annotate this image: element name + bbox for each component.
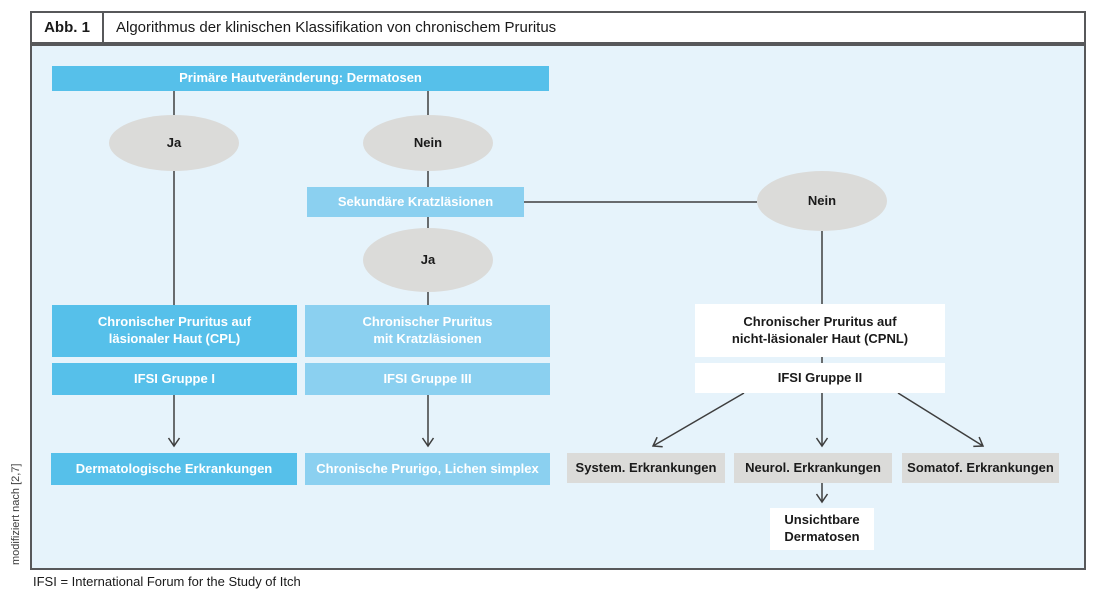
decision-nein-primary: Nein [363, 115, 493, 171]
figure-footnote: IFSI = International Forum for the Study… [33, 574, 301, 589]
figure-number-label: Abb. 1 [32, 13, 104, 42]
node-primary-dermatosen: Primäre Hautveränderung: Dermatosen [52, 66, 549, 91]
arrow-ifsi2-to-somatof [897, 392, 985, 448]
node-ifsi-gruppe-ii: IFSI Gruppe II [695, 363, 945, 393]
node-dermatologische-erkrankungen: Dermatologische Erkrankungen [51, 453, 297, 485]
flowchart-panel: Primäre Hautveränderung: Dermatosen Ja N… [30, 44, 1086, 570]
node-system-erkrankungen: System. Erkrankungen [567, 453, 725, 483]
arrow-ifsi2-to-system [651, 392, 745, 448]
node-unsichtbare-dermatosen: Unsichtbare Dermatosen [770, 508, 874, 550]
node-sekundaere-kratzlaesionen: Sekundäre Kratzläsionen [307, 187, 524, 217]
node-ifsi-gruppe-iii: IFSI Gruppe III [305, 363, 550, 395]
figure-title-bar: Abb. 1 Algorithmus der klinischen Klassi… [30, 11, 1086, 44]
decision-ja-secondary: Ja [363, 228, 493, 292]
node-neurol-erkrankungen: Neurol. Erkrankungen [734, 453, 892, 483]
decision-ja-primary: Ja [109, 115, 239, 171]
flowchart-connectors [167, 91, 985, 504]
node-cpnl: Chronischer Pruritus auf nicht-läsionale… [695, 304, 945, 357]
node-somatof-erkrankungen: Somatof. Erkrankungen [902, 453, 1059, 483]
node-chronische-prurigo: Chronische Prurigo, Lichen simplex [305, 453, 550, 485]
decision-nein-secondary: Nein [757, 171, 887, 231]
figure-title: Algorithmus der klinischen Klassifikatio… [116, 19, 557, 36]
node-cpl: Chronischer Pruritus auf läsionaler Haut… [52, 305, 297, 357]
figure-source-note: modifiziert nach [2,7] [10, 463, 22, 566]
node-kratzlaesionen: Chronischer Pruritus mit Kratzläsionen [305, 305, 550, 357]
node-ifsi-gruppe-i: IFSI Gruppe I [52, 363, 297, 395]
